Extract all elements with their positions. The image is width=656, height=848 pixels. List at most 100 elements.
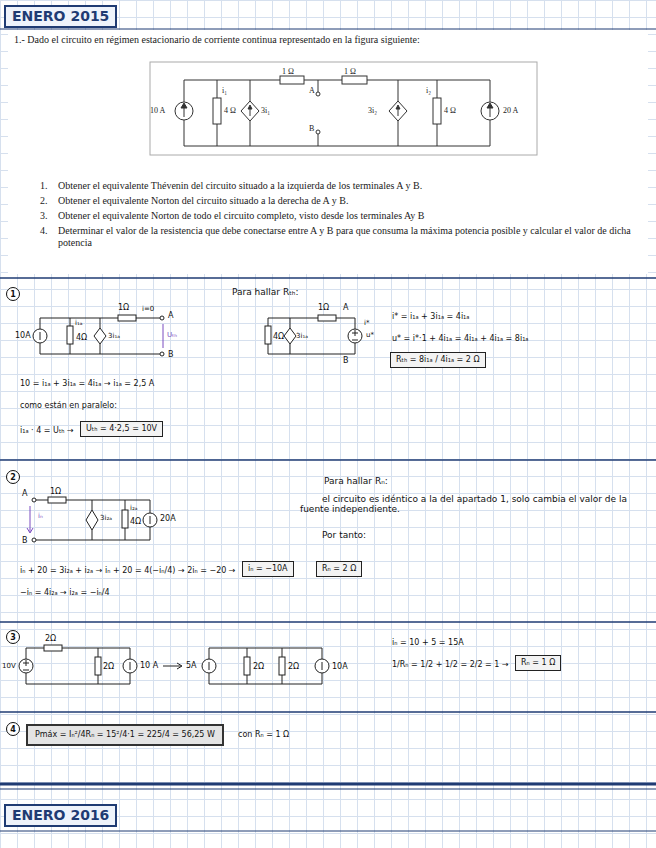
resistor-value: 1Ω xyxy=(318,303,329,312)
node-text: 4 xyxy=(10,725,16,734)
dependent-source-symbol xyxy=(241,101,259,121)
result-box: Rₜₕ = 8i₁ₐ / 4i₁ₐ = 2 Ω xyxy=(390,352,486,368)
terminal-name: A xyxy=(343,303,348,312)
current-name: i₂ xyxy=(426,86,431,95)
voltage-name: u* xyxy=(366,331,374,339)
list-number: 4. xyxy=(40,225,48,237)
resistor-value: 1 Ω xyxy=(344,67,356,76)
list-number: 1. xyxy=(40,180,48,192)
result-box: Rₙ = 2 Ω xyxy=(316,561,362,577)
section-rule xyxy=(0,711,656,713)
source-arrow xyxy=(40,332,41,340)
equation: i₁ₐ · 4 = Uₜₕ → xyxy=(20,426,74,435)
dependent-source-symbol xyxy=(86,510,98,530)
exam-heading: ENERO 2016 xyxy=(4,804,117,827)
source-value: 20A xyxy=(160,514,176,523)
resistor-value: 2Ω xyxy=(288,662,299,671)
callout-number: 3 xyxy=(6,630,20,644)
source-value: 5A xyxy=(186,661,197,670)
list-item: Obtener el equivalente Thévenin del circ… xyxy=(58,180,643,192)
resistor-symbol xyxy=(265,326,271,344)
resistor-value: 2Ω xyxy=(103,662,114,671)
resistor-symbol xyxy=(213,98,221,124)
dependent-source-symbol xyxy=(94,328,106,344)
list-number: 2. xyxy=(40,195,48,207)
resistor-symbol xyxy=(433,98,441,124)
terminal-name: B xyxy=(22,536,28,545)
thevenin-circuit xyxy=(33,315,164,356)
source-value: 3i₂ xyxy=(368,106,377,115)
node-text: Uₜₕ = 4·2,5 = 10V xyxy=(86,424,157,433)
node-text: 3 xyxy=(10,633,16,642)
question-panel xyxy=(8,30,648,274)
terminal-name: A xyxy=(309,86,315,95)
norton-circuit xyxy=(27,497,157,542)
source-value: 10A xyxy=(15,331,31,340)
current-source-symbol xyxy=(33,329,47,343)
polarity-marks xyxy=(352,330,358,340)
voltage-name: Uₜₕ xyxy=(167,331,177,339)
current-source-symbol xyxy=(175,102,193,120)
equation: iₙ = 10 + 5 = 15A xyxy=(392,638,464,647)
terminal xyxy=(316,130,320,134)
wire xyxy=(209,648,322,684)
terminal-name: B xyxy=(343,356,349,365)
current-name: i₂ₐ xyxy=(130,504,138,512)
dependent-source-symbol xyxy=(284,328,296,344)
note: Por tanto: xyxy=(322,530,366,540)
source-value: 10V xyxy=(2,662,16,670)
terminal xyxy=(316,92,320,96)
exam-heading: ENERO 2015 xyxy=(4,5,117,28)
terminal xyxy=(32,538,36,542)
terminal-name: A xyxy=(168,311,173,320)
source-arrow xyxy=(209,662,210,670)
list-item: Obtener el equivalente Norton de todo el… xyxy=(58,210,643,222)
result-box: iₙ = −10A xyxy=(242,561,294,577)
resistor-value: 4 Ω xyxy=(444,106,456,115)
wire xyxy=(184,80,490,146)
note: el circuito es idéntico a la del apartad… xyxy=(300,494,640,515)
resistor-value: 4Ω xyxy=(273,332,284,341)
callout-number: 1 xyxy=(6,287,20,301)
node-text: ENERO 2016 xyxy=(12,807,109,823)
resistor-value: 1 Ω xyxy=(282,67,294,76)
dependent-source-symbol xyxy=(389,101,407,121)
current-source-symbol xyxy=(123,659,137,673)
equation: i* = i₁ₐ + 3i₁ₐ = 4i₁ₐ xyxy=(392,312,469,321)
result-box: Uₜₕ = 4·2,5 = 10V xyxy=(80,421,163,437)
current-arrow xyxy=(27,506,33,533)
current-name: i* xyxy=(364,319,369,327)
note: como están en paralelo: xyxy=(20,401,117,410)
arrow-head xyxy=(396,105,400,109)
current-source-symbol xyxy=(202,659,216,673)
page-rule xyxy=(0,783,656,786)
wire xyxy=(40,318,160,354)
arrow-head xyxy=(248,105,252,109)
wire xyxy=(268,318,355,354)
terminal xyxy=(160,316,164,320)
wire xyxy=(26,648,130,684)
resistor-symbol xyxy=(122,510,128,528)
resistor-symbol xyxy=(118,315,136,321)
resistor-value: 1Ω xyxy=(118,303,129,312)
equation: −iₙ = 4i₂ₐ → i₂ₐ = −iₙ/4 xyxy=(20,588,110,597)
equation: u* = i*·1 + 4i₁ₐ = 4i₁ₐ + 4i₁ₐ = 8i₁ₐ xyxy=(392,334,528,343)
main-circuit xyxy=(150,62,537,155)
resistor-symbol xyxy=(342,76,367,84)
wire xyxy=(36,500,150,540)
source-value: 3i₁ₐ xyxy=(296,332,308,340)
test-source-circuit xyxy=(265,315,362,354)
resistor-symbol xyxy=(44,645,62,651)
source-value: 10 A xyxy=(140,661,158,670)
current-source-symbol xyxy=(143,513,157,527)
node-text: Pmáx = Iₙ²/4Rₙ = 15²/4·1 = 225/4 = 56,25… xyxy=(35,730,215,739)
complete-circuit xyxy=(19,645,329,684)
list-number: 3. xyxy=(40,210,48,222)
resistor-value: 4Ω xyxy=(76,333,87,342)
list-item: Determinar el valor de la resistencia qu… xyxy=(58,225,643,248)
section-rule xyxy=(0,459,656,461)
terminal-name: A xyxy=(22,489,27,498)
result-box: Pmáx = Iₙ²/4Rₙ = 15²/4·1 = 225/4 = 56,25… xyxy=(26,724,224,746)
source-value: 20 A xyxy=(503,106,518,115)
